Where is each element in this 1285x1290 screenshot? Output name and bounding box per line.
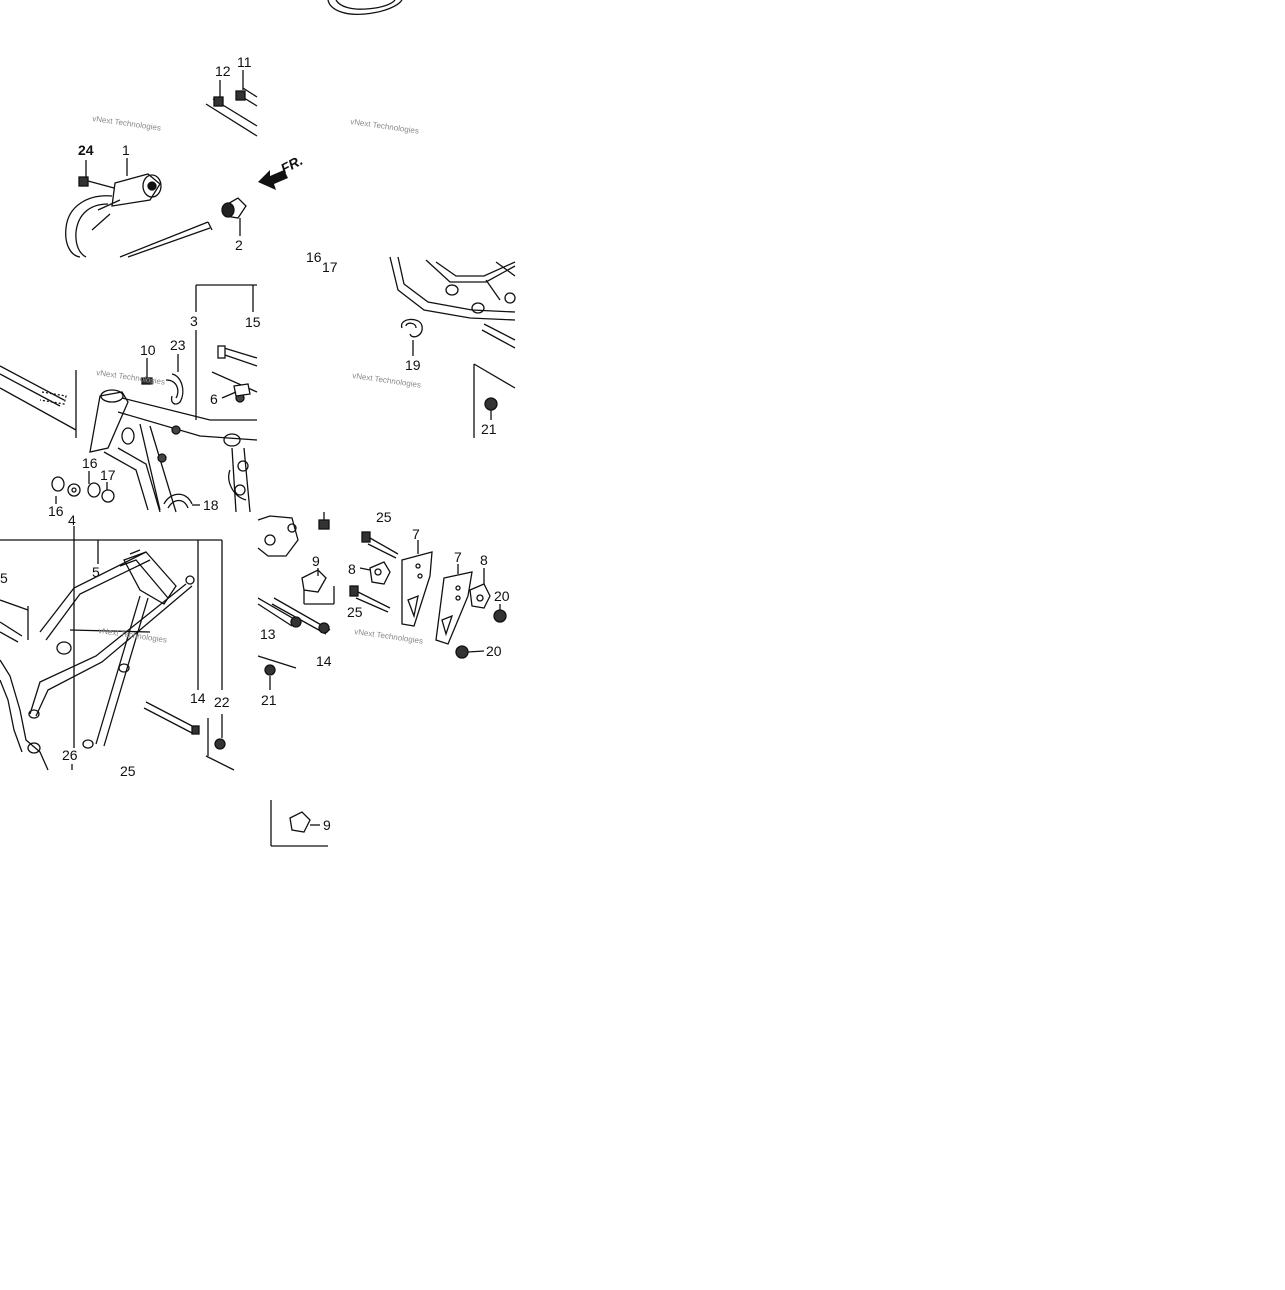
callout-14-brackets: 14	[316, 653, 332, 669]
tile-sub-frame	[0, 526, 235, 771]
callout-17-upper: 17	[322, 259, 338, 275]
callout-16-lower: 16	[48, 503, 64, 519]
callout-13: 13	[260, 626, 276, 642]
watermark-5: vNext Technologies	[98, 626, 168, 645]
callout-10: 10	[140, 342, 156, 358]
callout-26: 26	[62, 747, 78, 763]
callout-7-left: 7	[412, 526, 420, 542]
callout-9: 9	[312, 553, 320, 569]
callout-16: 16	[82, 455, 98, 471]
callout-17: 17	[100, 467, 116, 483]
watermark-6: vNext Technologies	[354, 627, 424, 646]
callout-7-right: 7	[454, 549, 462, 565]
callout-2: 2	[235, 237, 243, 253]
callout-24: 24	[78, 142, 94, 158]
callout-8-left: 8	[348, 561, 356, 577]
callout-12: 12	[215, 63, 231, 79]
callout-14-subframe: 14	[190, 690, 206, 706]
callout-21-lower: 21	[261, 692, 277, 708]
callout-8-right: 8	[480, 552, 488, 568]
callout-3: 3	[190, 313, 198, 329]
watermark-3: vNext Technologies	[96, 368, 166, 387]
callout-4: 4	[68, 512, 76, 528]
callout-25-partial: 25	[120, 763, 136, 779]
callout-19: 19	[405, 357, 421, 373]
tile-ignition-coil	[65, 0, 403, 258]
callout-20-lower: 20	[486, 643, 502, 659]
watermark-4: vNext Technologies	[352, 371, 422, 390]
tile-frame-rear	[389, 256, 516, 438]
callout-1: 1	[122, 142, 130, 158]
callout-20-upper: 20	[494, 588, 510, 604]
callout-25-bottom: 25	[347, 604, 363, 620]
callout-5-partial: 5	[0, 570, 8, 586]
callout-labels: 1 2 3 4 5 5 6 7 7 8 8 9 9 10 11 12 13 14…	[0, 54, 510, 833]
callout-18: 18	[203, 497, 219, 513]
watermark-1: vNext Technologies	[92, 114, 162, 133]
watermark-2: vNext Technologies	[350, 117, 420, 136]
front-direction-arrow: FR.	[258, 152, 305, 190]
tile-frame-front	[0, 284, 258, 513]
callout-16-partial: 16	[306, 249, 322, 265]
callout-21-upper: 21	[481, 421, 497, 437]
callout-23: 23	[170, 337, 186, 353]
callout-6: 6	[210, 391, 218, 407]
callout-11: 11	[237, 54, 252, 70]
callout-5: 5	[92, 564, 100, 580]
callout-9-box: 9	[323, 817, 331, 833]
callout-25-top: 25	[376, 509, 392, 525]
callout-22: 22	[214, 694, 230, 710]
tile-brackets	[257, 512, 507, 847]
callout-15: 15	[245, 314, 261, 330]
